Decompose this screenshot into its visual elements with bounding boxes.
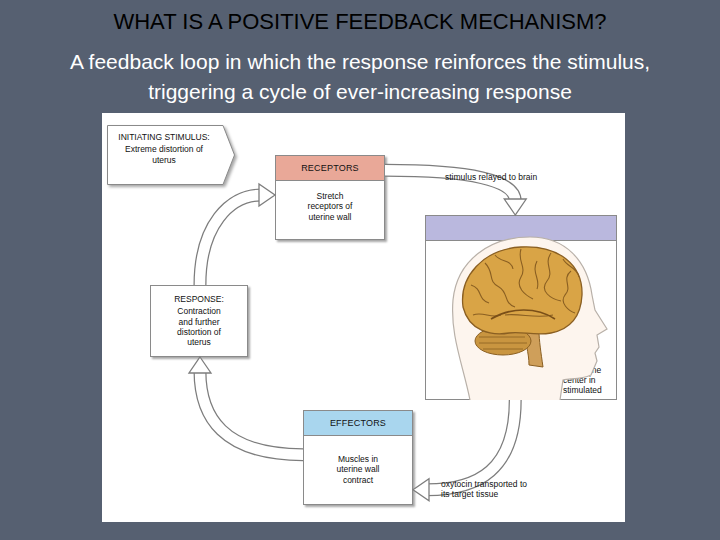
receptors-text: Stretch receptors of uterine wall	[302, 191, 358, 222]
figure-background	[102, 113, 625, 522]
brain-panel: Endocrine center in stimulated	[425, 215, 617, 400]
arrow-head	[413, 479, 429, 501]
edge-label: oxytocin transported to its target tissu…	[441, 479, 537, 499]
response-heading: RESPONSE:	[171, 294, 227, 304]
arrow-head	[189, 357, 211, 373]
effectors-text: Muscles in uterine wall contract	[330, 454, 386, 485]
effectors-box: EFFECTORS Muscles in uterine wall contrac…	[303, 410, 413, 505]
initiating-stimulus-arrow: INITIATING STIMULUS: Extreme distortion o…	[107, 125, 235, 185]
cerebrum	[463, 247, 582, 334]
arrow-head	[504, 199, 526, 215]
stimulus-text: Extreme distortion of uterus	[115, 144, 213, 165]
feedback-arrow	[189, 357, 303, 455]
head-group	[453, 237, 607, 400]
arrow-shaft	[200, 371, 303, 455]
header-band: RECEPTORS	[276, 156, 384, 181]
panel-band	[426, 216, 616, 241]
lateral-fissure	[491, 310, 555, 319]
receptors-heading: RECEPTORS	[301, 163, 359, 173]
box-text-area: RESPONSE: Contraction and further distort…	[151, 286, 247, 356]
slide-title: WHAT IS A POSITIVE FEEDBACK MECHANISM?	[0, 8, 720, 36]
edge-label: stimulus relayed to brain	[445, 172, 555, 182]
header-band: EFFECTORS	[304, 411, 412, 436]
arrow-shaft	[427, 400, 515, 490]
box-body: Muscles in uterine wall contract	[304, 436, 412, 485]
cerebellum	[475, 327, 531, 355]
arrow-shaft-outline	[200, 195, 261, 285]
slide-subtitle: A feedback loop in which the response re…	[55, 47, 665, 107]
arrow-shaft	[200, 195, 261, 285]
brainstem	[523, 331, 543, 367]
cerebellum-folds	[479, 337, 527, 349]
arrow-shape	[108, 126, 235, 185]
effectors-heading: EFFECTORS	[330, 418, 386, 428]
head-outline	[453, 237, 607, 400]
arrow-head	[259, 184, 275, 206]
arrow-shaft-outline	[200, 371, 303, 455]
stimulus-heading: INITIATING STIMULUS:	[115, 132, 213, 142]
feedback-arrow	[200, 184, 275, 285]
receptors-box: RECEPTORS Stretch receptors of uterine wa…	[275, 155, 385, 240]
arrow-shaft-outline	[427, 400, 515, 490]
box-body: Stretch receptors of uterine wall	[276, 181, 384, 222]
arrow-text-area: INITIATING STIMULUS: Extreme distortion o…	[107, 125, 235, 185]
response-box: RESPONSE: Contraction and further distort…	[150, 285, 248, 357]
brain-folds	[471, 249, 579, 316]
endocrine-text: Endocrine center in stimulated	[563, 365, 619, 396]
response-text: Contraction and further distortion of ut…	[171, 306, 227, 347]
